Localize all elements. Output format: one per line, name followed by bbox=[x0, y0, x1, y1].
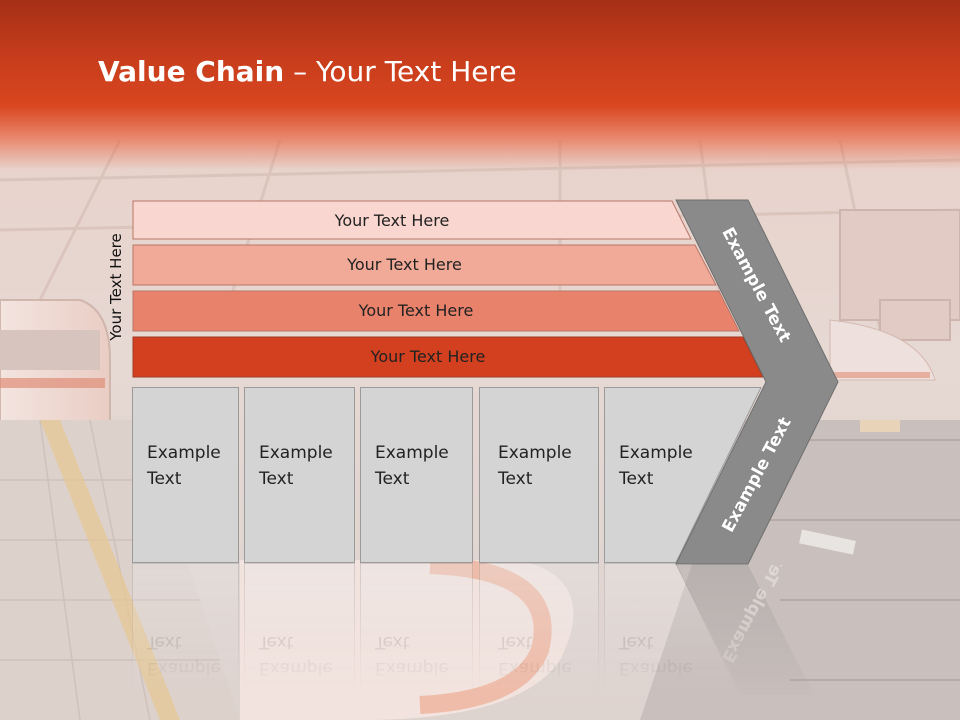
column-2-line1: Example bbox=[259, 443, 333, 463]
title-bold-part: Value Chain bbox=[98, 55, 285, 88]
column-3-line2: Text bbox=[375, 469, 410, 489]
column-4-line2: Text bbox=[498, 469, 533, 489]
column-5-line2: Text bbox=[619, 469, 654, 489]
title-rest-part: – Your Text Here bbox=[284, 55, 517, 88]
column-4-line1: Example bbox=[498, 443, 572, 463]
column-2-line2: Text bbox=[259, 469, 294, 489]
column-2-shape bbox=[244, 387, 355, 563]
column-5-line1: Example bbox=[619, 443, 693, 463]
bar-3-shape bbox=[132, 290, 740, 332]
column-3-line1: Example bbox=[375, 443, 449, 463]
column-4-shape bbox=[479, 387, 599, 563]
bar-4-label: Your Text Here bbox=[370, 346, 486, 366]
bar-3[interactable]: Your Text Here bbox=[132, 290, 740, 332]
column-1-shape bbox=[132, 387, 239, 563]
bar-2-label: Your Text Here bbox=[347, 254, 462, 274]
chevron-arrow[interactable] bbox=[674, 199, 844, 565]
column-1-line2: Text bbox=[147, 469, 182, 489]
bar-3-label: Your Text Here bbox=[358, 300, 474, 320]
bar-1[interactable]: Your Text Here bbox=[132, 200, 692, 240]
side-label[interactable]: Your Text Here bbox=[107, 233, 125, 341]
column-1-line1: Example bbox=[147, 443, 221, 463]
slide-title[interactable]: Value Chain – Your Text Here bbox=[98, 55, 517, 95]
bar-1-label: Your Text Here bbox=[334, 210, 450, 230]
header-band bbox=[0, 0, 960, 170]
bar-1-shape bbox=[132, 200, 692, 240]
bar-4[interactable]: Your Text Here bbox=[132, 336, 764, 378]
column-5-shape bbox=[604, 387, 762, 563]
bar-2-shape bbox=[132, 244, 717, 286]
column-3-shape bbox=[360, 387, 473, 563]
bar-2[interactable]: Your Text Here bbox=[132, 244, 717, 286]
